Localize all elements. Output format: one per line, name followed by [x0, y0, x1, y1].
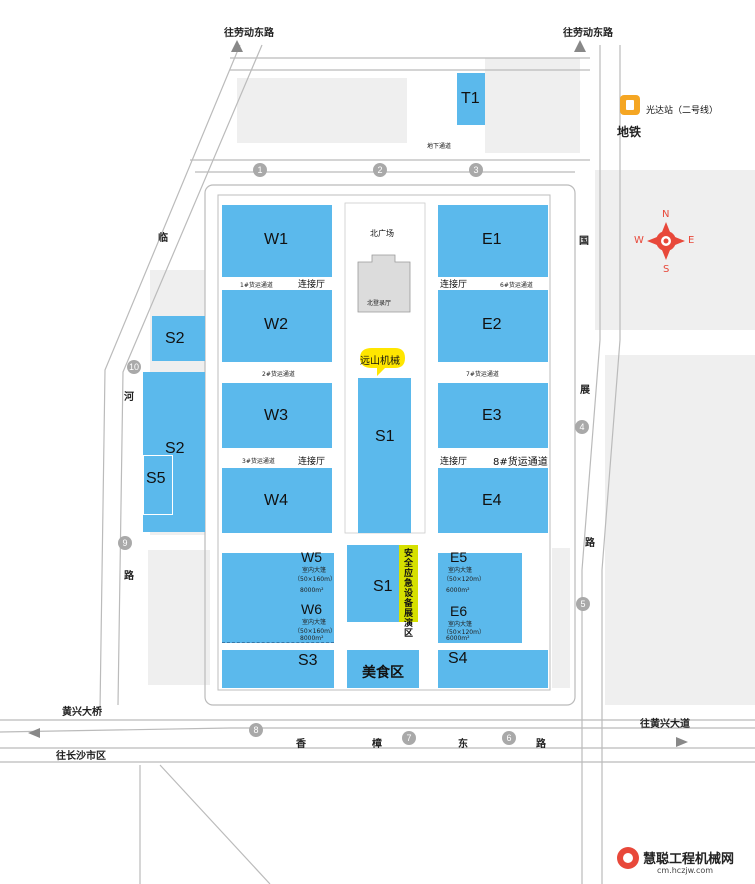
connector-w12: 连接厅: [298, 280, 326, 290]
cargo-lane-7: 7#货运通道: [466, 371, 499, 378]
west-road-char-1: 临: [158, 233, 168, 244]
hall-food[interactable]: [347, 650, 419, 688]
south-road-char-3: 东: [458, 739, 468, 750]
w6-tent-type: 室内大篷: [302, 619, 327, 626]
cargo-lane-2: 2#货运通道: [262, 371, 295, 378]
hall-w4[interactable]: [222, 468, 332, 533]
hall-s5-label: S5: [146, 470, 166, 487]
gate-9: 9: [118, 536, 132, 550]
north-plaza-label: 北广场: [370, 229, 394, 238]
gate-3: 3: [469, 163, 483, 177]
cargo-lane-6: 6#货运通道: [500, 282, 533, 289]
hall-food-label: 美食区: [362, 664, 404, 680]
metro-label: 地铁: [617, 125, 642, 139]
emergency-zone-label: 安全应急设备展演区: [402, 548, 412, 638]
cargo-lane-3: 3#货运通道: [242, 458, 275, 465]
hall-e3[interactable]: [438, 383, 548, 448]
hall-s4-label: S4: [448, 650, 468, 667]
compass-s: S: [663, 264, 670, 275]
hall-e5-label: E5: [450, 549, 468, 565]
hall-w1[interactable]: [222, 205, 332, 277]
hall-e3-label: E3: [482, 407, 502, 424]
e6-tent-size: （50×120m）: [443, 629, 485, 636]
gate-10: 10: [127, 360, 141, 374]
hall-t1[interactable]: [457, 73, 485, 125]
watermark-url: cm.hczjw.com: [657, 866, 714, 875]
connector-e12: 连接厅: [440, 280, 468, 290]
hall-s2-south-label: S2: [165, 440, 185, 457]
hall-e1-label: E1: [482, 231, 502, 248]
north-lobby-label: 北登录厅: [367, 300, 392, 307]
to-huangxing-label: 往黄兴大道: [640, 719, 690, 730]
w6-tent-size: （50×160m）: [294, 628, 336, 635]
gate-2: 2: [373, 163, 387, 177]
w5-tent-area: 8000m²: [300, 587, 324, 594]
west-road-char-3: 路: [124, 571, 134, 582]
hall-e2-label: E2: [482, 316, 502, 333]
cargo-lane-1: 1#货运通道: [240, 282, 273, 289]
gate-1: 1: [253, 163, 267, 177]
w6-tent-area: 8000m²: [300, 635, 324, 642]
hall-t1-label: T1: [461, 90, 480, 107]
south-road-char-4: 路: [536, 739, 546, 750]
east-road-char-1: 国: [579, 236, 589, 247]
hall-w5-label: W5: [301, 549, 322, 565]
hall-w3[interactable]: [222, 383, 332, 448]
east-road-char-2: 展: [580, 385, 590, 396]
hall-s3[interactable]: [222, 650, 334, 688]
gate-5: 5: [576, 597, 590, 611]
hall-e6-label: E6: [450, 603, 468, 619]
gate-8: 8: [249, 723, 263, 737]
east-road-char-3: 路: [585, 538, 595, 549]
e5-tent-type: 室内大篷: [448, 567, 473, 574]
yellow-bridge-label: 黄兴大桥: [62, 707, 102, 718]
e5-tent-area: 6000m²: [446, 587, 470, 594]
hall-e1[interactable]: [438, 205, 548, 277]
hall-s1-south[interactable]: [347, 545, 399, 622]
hall-e5-e6[interactable]: [438, 553, 522, 643]
south-road-char-1: 香: [296, 739, 306, 750]
connector-e34: 连接厅: [440, 457, 468, 467]
hall-s2-north[interactable]: [152, 316, 205, 361]
hall-s1-label: S1: [375, 428, 395, 445]
connector-w34: 连接厅: [298, 457, 326, 467]
metro-station-label: 光达站（二号线）: [646, 106, 719, 116]
hall-w4-label: W4: [264, 492, 288, 509]
hall-w2[interactable]: [222, 290, 332, 362]
hall-s4[interactable]: [438, 650, 548, 688]
e6-tent-type: 室内大篷: [448, 621, 473, 628]
watermark-name: 慧聪工程机械网: [643, 852, 735, 867]
gate-7: 7: [402, 731, 416, 745]
hall-s3-label: S3: [298, 652, 318, 669]
hall-w1-label: W1: [264, 231, 288, 248]
underground-passage-label: 地下通道: [427, 143, 452, 150]
hall-w2-label: W2: [264, 316, 288, 333]
hall-s1-south-label: S1: [373, 578, 393, 595]
hall-w6-label: W6: [301, 601, 322, 617]
e6-tent-area: 6000m²: [446, 635, 470, 642]
hall-w3-label: W3: [264, 407, 288, 424]
hall-s5[interactable]: [143, 455, 173, 515]
w5-tent-size: （50×160m）: [294, 576, 336, 583]
hall-s1[interactable]: [358, 378, 411, 533]
hall-e2[interactable]: [438, 290, 548, 362]
south-road-char-2: 樟: [372, 739, 382, 750]
compass-w: W: [634, 235, 644, 246]
hall-w5-w6[interactable]: [222, 553, 334, 643]
gate-6: 6: [502, 731, 516, 745]
hall-e4[interactable]: [438, 468, 548, 533]
compass-e: E: [688, 235, 695, 246]
hall-e4-label: E4: [482, 492, 502, 509]
w5-tent-type: 室内大篷: [302, 567, 327, 574]
to-changsha-label: 往长沙市区: [56, 751, 106, 762]
road-north-left: 往劳动东路: [224, 28, 274, 39]
compass-n: N: [662, 209, 670, 220]
west-road-char-2: 河: [124, 392, 134, 403]
gate-4: 4: [575, 420, 589, 434]
cargo-lane-8: 8#货运通道: [493, 457, 548, 468]
road-north-right: 往劳动东路: [563, 28, 613, 39]
booth-marker-label[interactable]: 远山机械: [360, 356, 400, 367]
e5-tent-size: （50×120m）: [443, 576, 485, 583]
hall-s2-north-label: S2: [165, 330, 185, 347]
